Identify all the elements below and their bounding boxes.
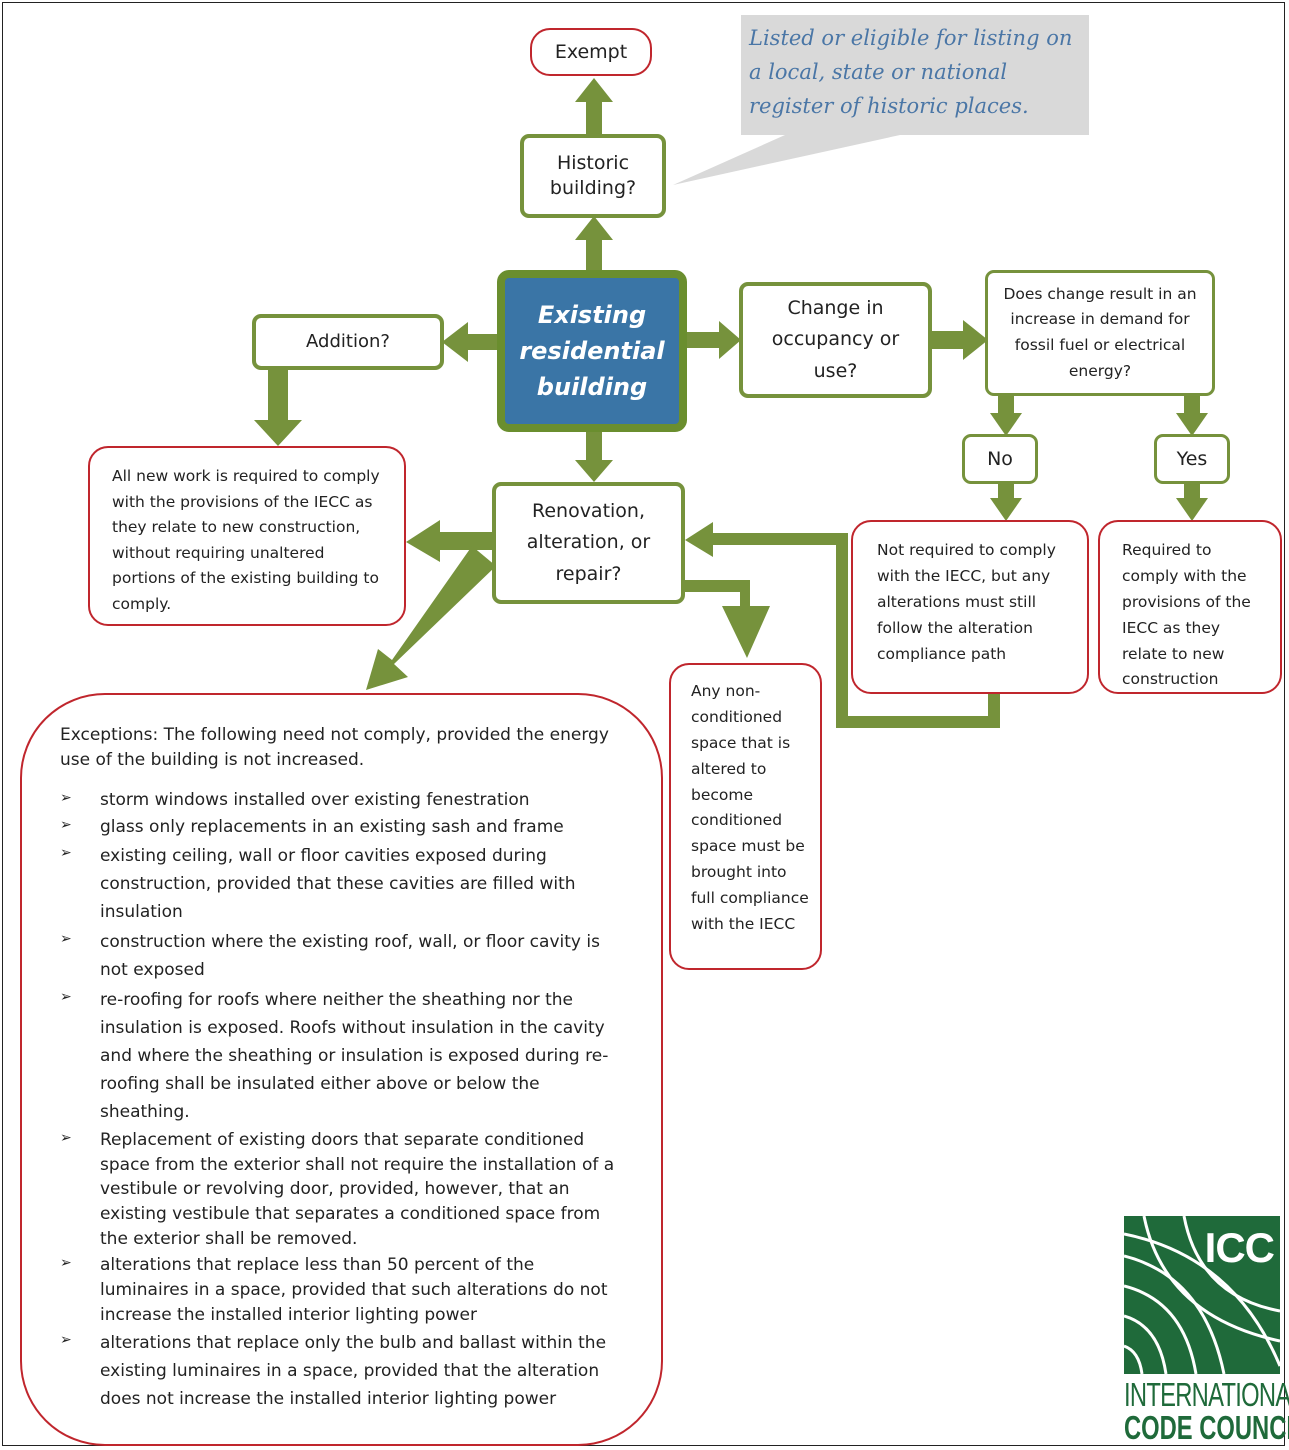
exception-item: Replacement of existing doors that separ… — [60, 1128, 627, 1251]
yes-result-text: Required to comply with the provisions o… — [1122, 541, 1251, 689]
exception-item: glass only replacements in an existing s… — [60, 815, 627, 840]
arrow-center-to-historic — [586, 238, 602, 274]
icc-abbr: ICC — [1204, 1224, 1275, 1271]
no-label: No — [987, 447, 1013, 470]
energy-demand-label: Does change result in an increase in dem… — [1003, 284, 1197, 380]
arrow-center-to-addition-head — [442, 322, 468, 362]
exceptions-list: storm windows installed over existing fe… — [60, 788, 627, 1413]
change-occupancy-label: Change in occupancy or use? — [771, 296, 900, 382]
historic-callout: Listed or eligible for listing on a loca… — [741, 15, 1089, 135]
exceptions-box: Exceptions: The following need not compl… — [20, 693, 663, 1446]
existing-residential-building-label: Existing residential building — [519, 301, 665, 401]
arrow-center-to-addition — [466, 334, 502, 350]
arrow-no-to-result — [998, 482, 1014, 500]
exception-item: alterations that replace only the bulb a… — [60, 1329, 627, 1413]
exception-item: construction where the existing roof, wa… — [60, 928, 627, 984]
arrow-demand-to-yes — [1184, 395, 1200, 415]
icc-logo: ICC INTERNATIONAL CODE COUNCIL® — [1124, 1216, 1289, 1444]
arrow-renovation-to-addition-result — [406, 520, 493, 562]
callout-pointer — [673, 135, 900, 185]
no-box: No — [962, 434, 1038, 484]
icc-logo-line1: INTERNATIONAL — [1124, 1376, 1289, 1413]
icc-logo-emblem: ICC — [1124, 1216, 1280, 1374]
addition-label: Addition? — [306, 331, 390, 353]
arrow-historic-to-exempt — [586, 100, 602, 136]
arrow-addition-down-head — [254, 420, 302, 446]
icc-logo-line2: CODE COUNCIL® — [1124, 1411, 1289, 1444]
nonconditioned-text: Any non-conditioned space that is altere… — [691, 682, 809, 933]
arrow-addition-down — [268, 370, 288, 422]
change-occupancy-box: Change in occupancy or use? — [739, 282, 932, 398]
renovation-box: Renovation, alteration, or repair? — [492, 482, 685, 604]
arrow-noresult-loop — [685, 522, 1000, 728]
exception-item: storm windows installed over existing fe… — [60, 788, 627, 813]
addition-result-box: All new work is required to comply with … — [88, 446, 406, 626]
yes-result-box: Required to comply with the provisions o… — [1098, 520, 1282, 694]
arrow-demand-to-no — [998, 395, 1014, 415]
nonconditioned-box: Any non-conditioned space that is altere… — [669, 663, 822, 970]
existing-residential-building-box: Existing residential building — [497, 270, 687, 432]
arrow-change-to-demand — [931, 331, 965, 349]
renovation-label: Renovation, alteration, or repair? — [526, 499, 651, 585]
exempt-box: Exempt — [530, 28, 652, 76]
arrow-yes-to-result — [1184, 482, 1200, 500]
yes-label: Yes — [1176, 447, 1208, 470]
energy-demand-box: Does change result in an increase in dem… — [985, 270, 1215, 396]
historic-callout-text: Listed or eligible for listing on a loca… — [749, 26, 1073, 119]
arrow-change-to-demand-head — [963, 320, 988, 360]
arrow-no-to-result-head — [990, 498, 1022, 521]
addition-result-text: All new work is required to comply with … — [112, 467, 380, 613]
arrow-demand-to-no-head — [990, 413, 1022, 436]
addition-box: Addition? — [252, 314, 444, 370]
exempt-label: Exempt — [554, 40, 628, 63]
globe-grid-icon — [1124, 1216, 1280, 1374]
arrow-center-to-renovation-head — [575, 460, 613, 482]
arrow-renovation-to-exceptions — [366, 546, 496, 690]
exceptions-intro: Exceptions: The following need not compl… — [60, 725, 609, 770]
arrow-center-to-renovation — [586, 428, 602, 462]
arrow-center-to-historic-head — [575, 216, 613, 240]
no-result-text: Not required to comply with the IECC, bu… — [877, 541, 1056, 663]
historic-building-label: Historic building? — [549, 152, 637, 199]
arrow-yes-to-result-head — [1176, 498, 1208, 521]
arrow-historic-to-exempt-head — [575, 78, 613, 102]
exception-item: alterations that replace less than 50 pe… — [60, 1253, 627, 1327]
exception-item: existing ceiling, wall or floor cavities… — [60, 842, 627, 926]
no-result-box: Not required to comply with the IECC, bu… — [851, 520, 1089, 694]
exception-item: re-roofing for roofs where neither the s… — [60, 986, 627, 1126]
arrow-renovation-to-nonconditioned — [683, 580, 770, 658]
arrow-demand-to-yes-head — [1176, 413, 1208, 436]
historic-building-box: Historic building? — [520, 134, 666, 218]
arrow-center-to-change — [685, 332, 721, 348]
yes-box: Yes — [1154, 434, 1230, 484]
arrow-center-to-change-head — [719, 321, 741, 359]
icc-logo-line2-text: CODE COUNCIL — [1124, 1409, 1289, 1446]
